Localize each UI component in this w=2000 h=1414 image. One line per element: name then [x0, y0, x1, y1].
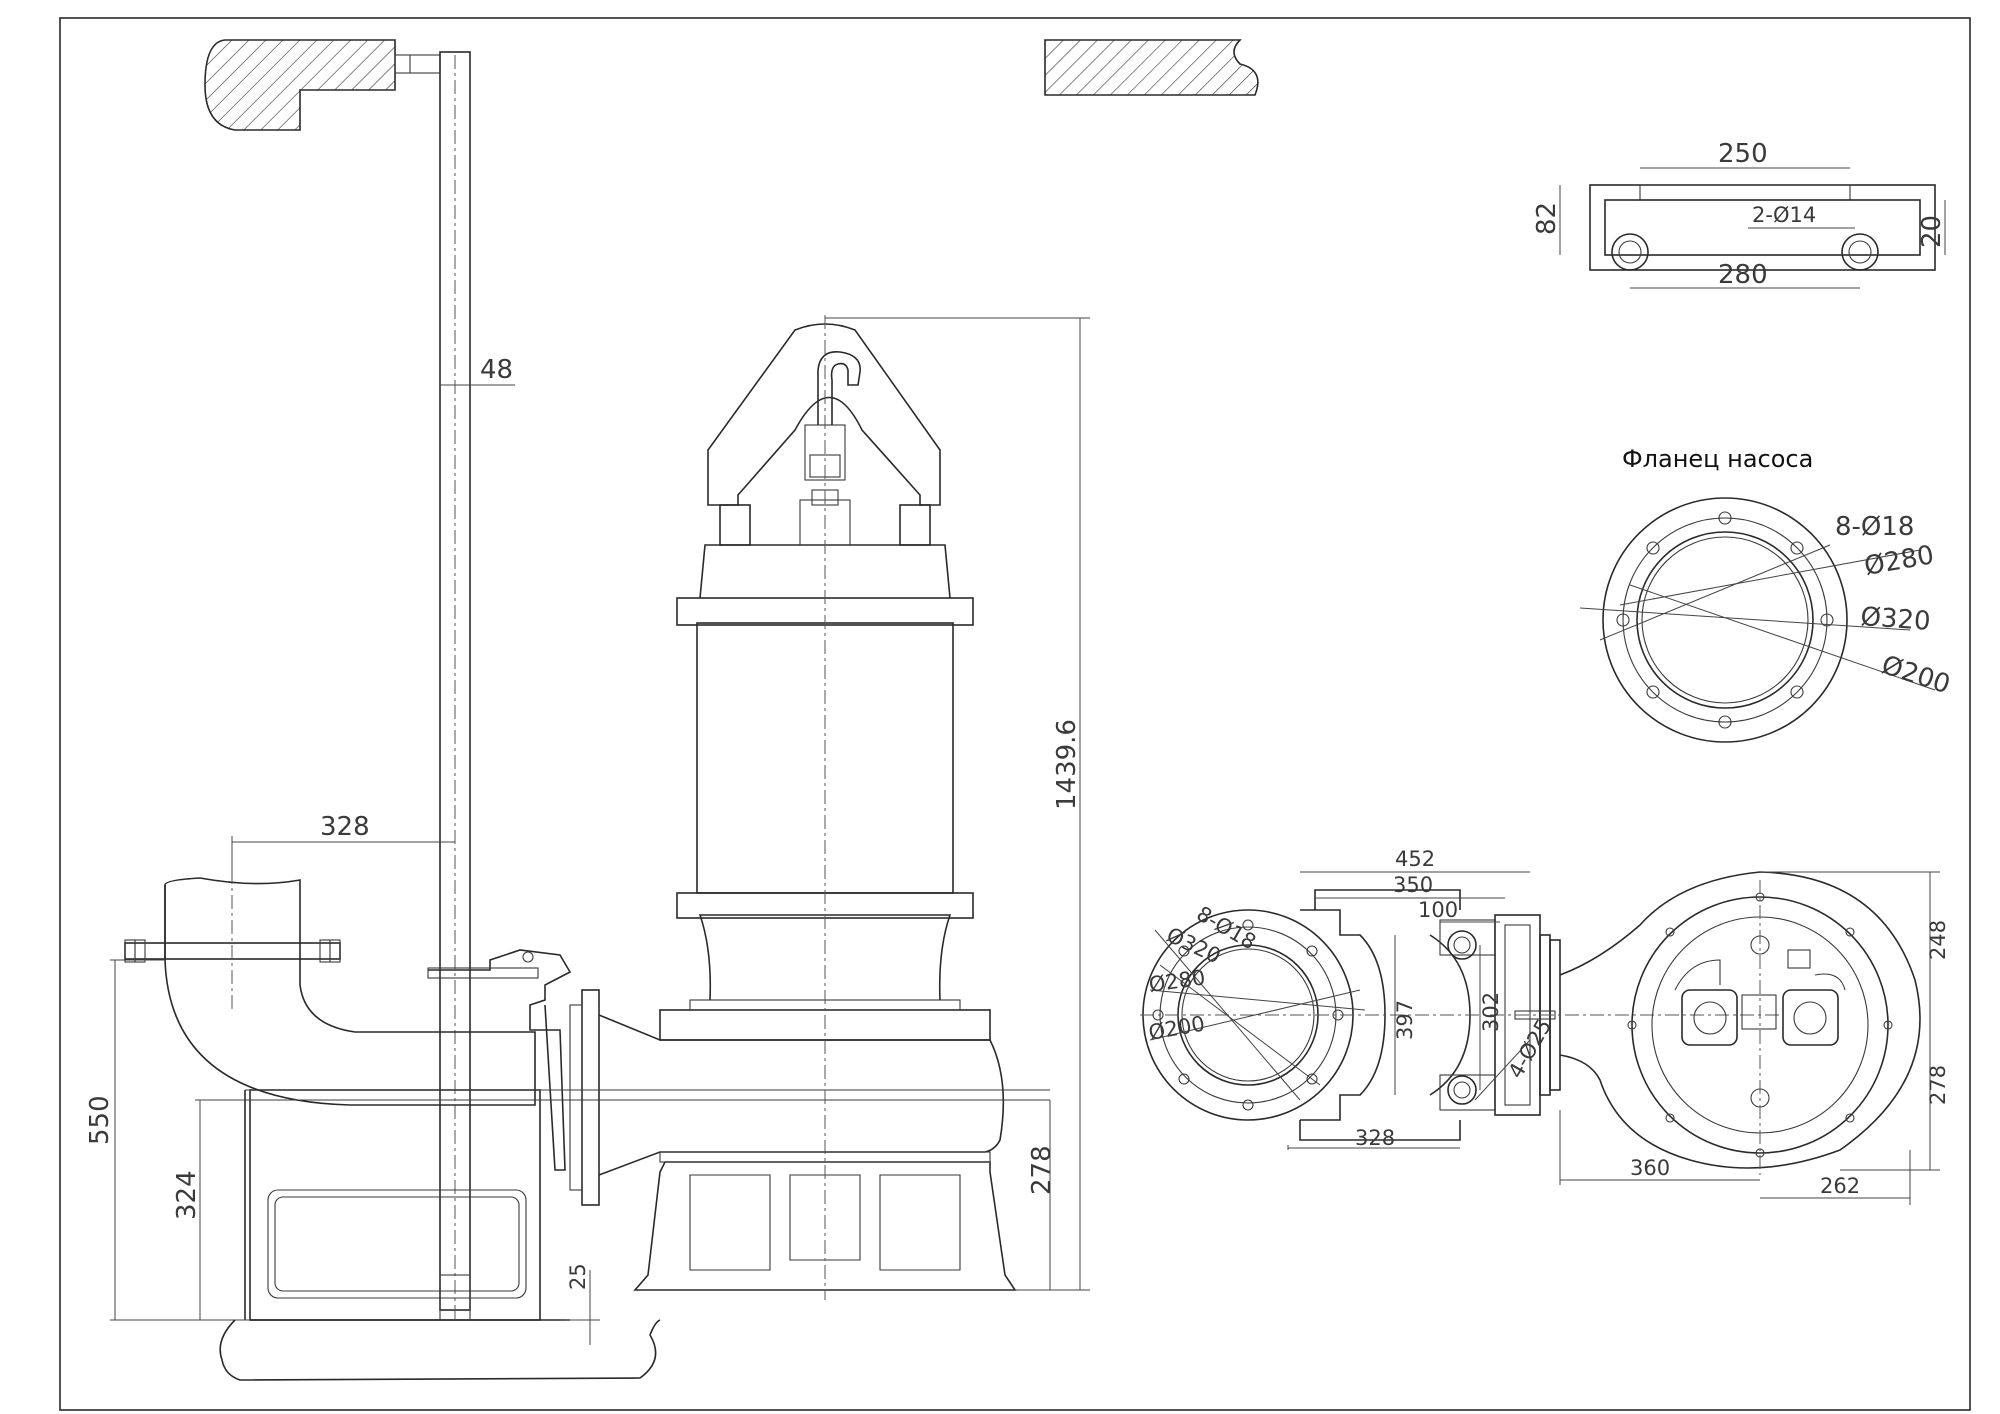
- dim-flange-320: Ø320: [1860, 602, 1932, 637]
- dim-plan-200: Ø200: [1147, 1011, 1207, 1044]
- dim-base-plate: 25: [566, 1263, 590, 1290]
- plan-flange-bolt-holes: [1152, 919, 1344, 1111]
- dim-bracket-82: 82: [1532, 202, 1562, 235]
- discharge-flange: [581, 989, 600, 1206]
- ceiling-slab-left: [204, 39, 396, 131]
- dim-plan-302: 302: [1479, 992, 1503, 1032]
- dim-plan-452: 452: [1395, 847, 1435, 871]
- dim-bracket-280: 280: [1718, 260, 1768, 290]
- dim-bracket-20: 20: [1917, 215, 1947, 248]
- dim-outlet-height: 550: [85, 1095, 115, 1145]
- dim-plan-100: 100: [1418, 898, 1458, 922]
- dim-pump-360: 360: [1630, 1156, 1670, 1180]
- dim-plan-base-holes: 4-Ø25: [1504, 1015, 1557, 1083]
- dim-axis-height: 278: [1027, 1145, 1057, 1195]
- dim-plan-328: 328: [1355, 1126, 1395, 1150]
- sheet-border: [59, 17, 1971, 1411]
- pump-plan-bolts: [1627, 892, 1893, 1158]
- side-view: 48: [85, 39, 1259, 1381]
- rail-top-bracket: [394, 54, 441, 74]
- rail-bracket-view: 250 280 82 20 2-Ø14: [1532, 139, 1947, 290]
- dim-bracket-250: 250: [1718, 139, 1768, 169]
- pump-volute: [598, 1014, 1005, 1176]
- flange-title: Фланец насоса: [1622, 445, 1813, 473]
- dim-pump-278: 278: [1926, 1065, 1950, 1105]
- dim-plan-280: Ø280: [1147, 965, 1206, 997]
- pump-flange-view: Фланец насоса 8-Ø18 Ø280 Ø320 Ø200: [1579, 445, 1954, 743]
- dim-bracket-holes: 2-Ø14: [1752, 203, 1816, 227]
- dim-flange-280: Ø280: [1862, 540, 1936, 582]
- dim-pump-262: 262: [1820, 1174, 1860, 1198]
- dim-rail-48: 48: [480, 355, 513, 385]
- flange-bolt-holes: [1616, 511, 1834, 729]
- floor: [219, 1319, 661, 1381]
- lifting-handle: [707, 323, 941, 506]
- power-cable: [817, 351, 861, 425]
- dim-pump-248: 248: [1926, 920, 1950, 960]
- ceiling-slab-right: [1044, 39, 1259, 96]
- coupling-base: [249, 1089, 541, 1321]
- dim-outlet-rail: 328: [320, 812, 370, 842]
- dim-plan-397: 397: [1393, 1000, 1417, 1040]
- coupling-hook: [428, 949, 572, 1171]
- dim-base-height: 324: [172, 1170, 202, 1220]
- dim-total-height: 1439.6: [1052, 719, 1082, 810]
- pump-plan-view: 248 278 360 262: [1559, 871, 1950, 1205]
- dim-plan-350: 350: [1393, 873, 1433, 897]
- outlet-elbow: [164, 877, 536, 1106]
- dim-flange-bolts: 8-Ø18: [1835, 512, 1914, 542]
- dim-flange-200: Ø200: [1878, 650, 1954, 700]
